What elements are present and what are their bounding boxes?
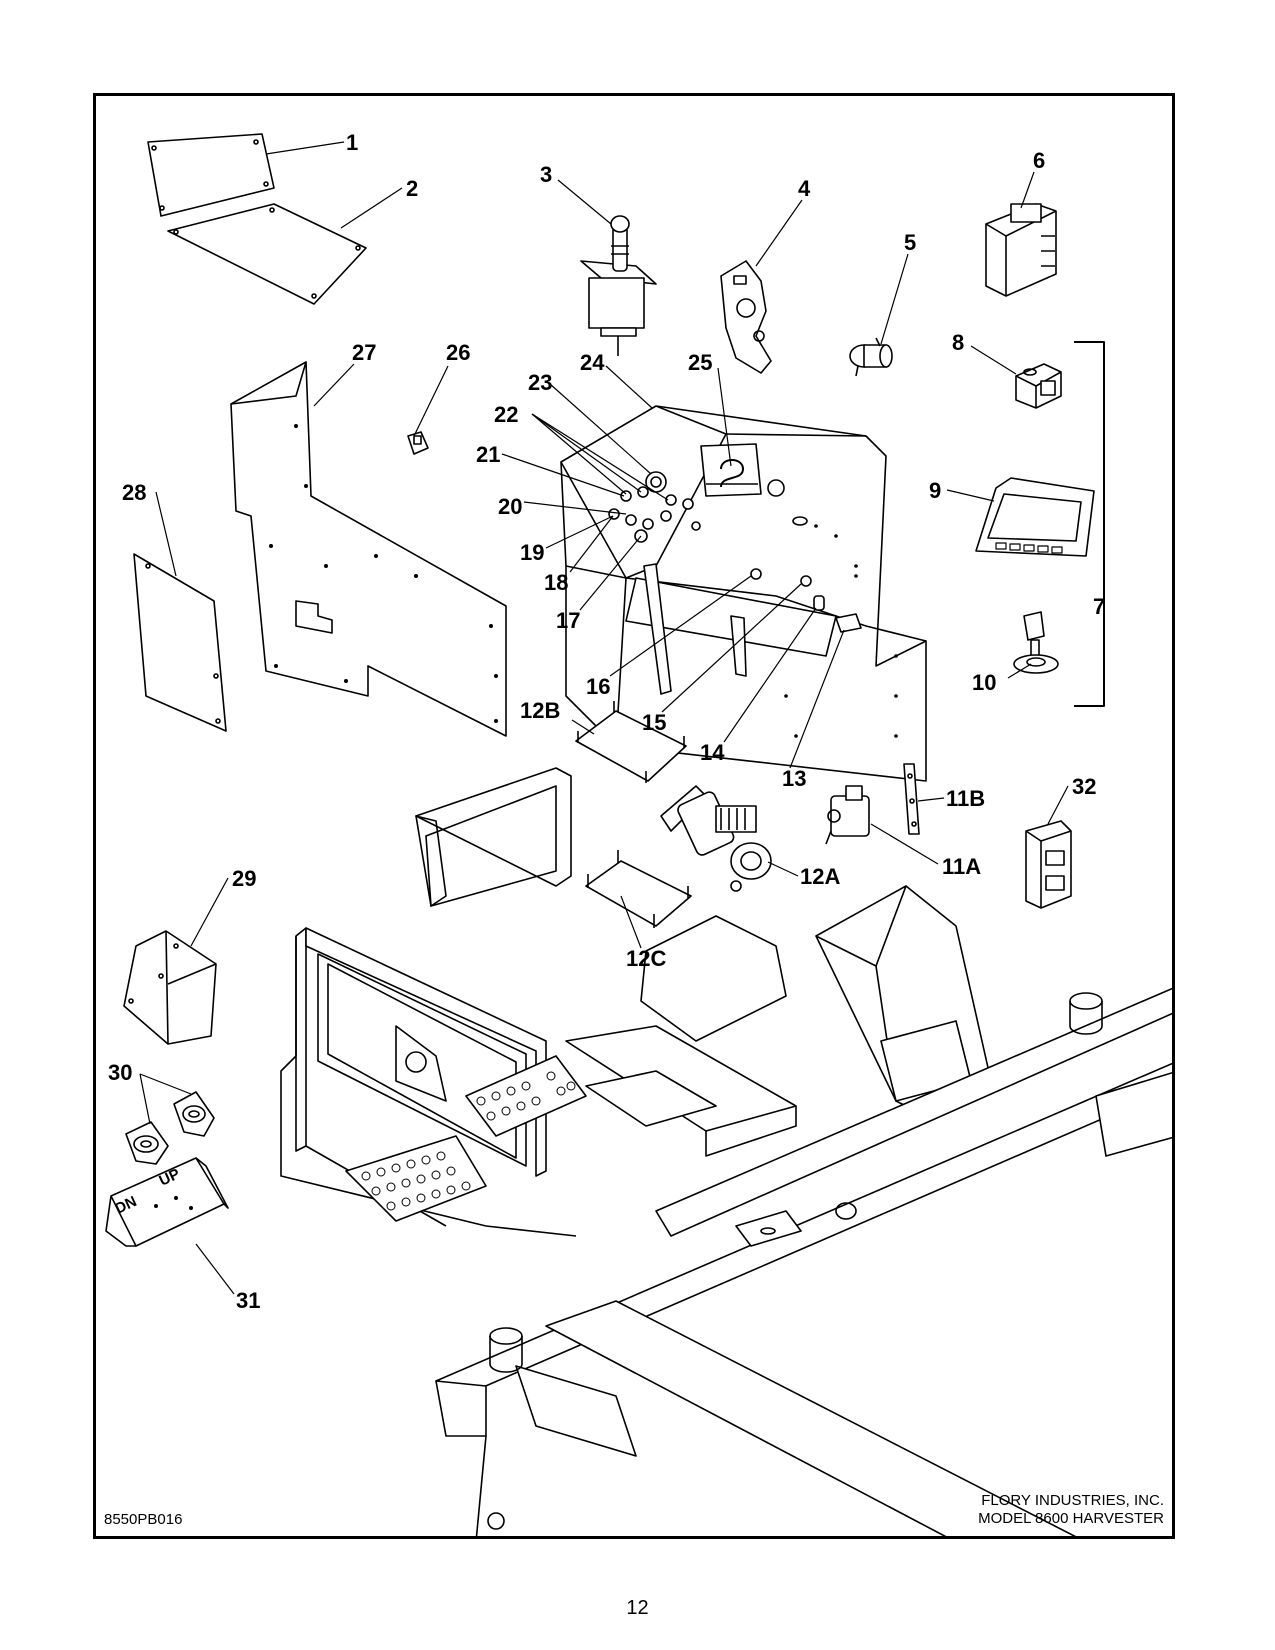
mount-bar-11b bbox=[903, 763, 920, 835]
callout-27: 27 bbox=[352, 340, 377, 365]
air-compressor-12a bbox=[660, 785, 772, 892]
foot-pedal-right bbox=[173, 1091, 215, 1137]
solenoid bbox=[849, 337, 893, 377]
control-module bbox=[985, 203, 1057, 297]
mount-plate-12b bbox=[575, 701, 687, 783]
access-panel bbox=[133, 553, 227, 732]
callout-15: 15 bbox=[642, 710, 667, 735]
exploded-parts-drawing: DN UP bbox=[105, 133, 1172, 1536]
callout-11b: 11B bbox=[946, 786, 986, 811]
callout-10: 10 bbox=[972, 670, 997, 695]
side-panel bbox=[230, 361, 507, 737]
callout-3: 3 bbox=[540, 162, 553, 187]
cab-frame bbox=[280, 767, 1172, 1536]
callout-29: 29 bbox=[232, 866, 257, 891]
callout-8: 8 bbox=[952, 330, 965, 355]
drawing-id: 8550PB016 bbox=[104, 1511, 183, 1528]
group-bracket-7 bbox=[1074, 341, 1105, 707]
page-number: 12 bbox=[626, 1597, 649, 1619]
dash-console bbox=[560, 405, 927, 782]
callout-4: 4 bbox=[798, 176, 811, 201]
callout-30: 30 bbox=[108, 1060, 133, 1085]
callout-31: 31 bbox=[236, 1288, 261, 1313]
callout-18: 18 bbox=[544, 570, 569, 595]
drawing-frame: DN UP bbox=[93, 93, 1175, 1539]
callout-17: 17 bbox=[556, 608, 581, 633]
callout-21: 21 bbox=[476, 442, 501, 467]
callout-20: 20 bbox=[498, 494, 523, 519]
model-name: MODEL 8600 HARVESTER bbox=[978, 1510, 1164, 1527]
display-monitor bbox=[975, 477, 1095, 557]
camera bbox=[1015, 363, 1062, 409]
cover-plate-upper bbox=[147, 133, 275, 217]
small-clip bbox=[407, 431, 429, 455]
callout-1: 1 bbox=[346, 130, 359, 155]
callout-2: 2 bbox=[406, 176, 419, 201]
callout-25: 25 bbox=[688, 350, 713, 375]
valve-11a bbox=[825, 785, 870, 845]
foot-pedal-left bbox=[125, 1121, 169, 1165]
corner-guard bbox=[123, 930, 217, 1045]
title-block: FLORY INDUSTRIES, INC. MODEL 8600 HARVES… bbox=[978, 1492, 1164, 1528]
callout-14: 14 bbox=[700, 740, 725, 765]
callout-13: 13 bbox=[782, 766, 807, 791]
callout-6: 6 bbox=[1033, 148, 1046, 173]
pedal-bracket: DN UP bbox=[105, 1157, 229, 1247]
callout-16: 16 bbox=[586, 674, 611, 699]
callout-12a: 12A bbox=[800, 864, 841, 889]
callout-9: 9 bbox=[929, 478, 942, 503]
callout-23: 23 bbox=[528, 370, 553, 395]
callout-24: 24 bbox=[580, 350, 605, 375]
switch-assembly bbox=[720, 260, 772, 374]
callout-32: 32 bbox=[1072, 774, 1097, 799]
company-name: FLORY INDUSTRIES, INC. bbox=[981, 1492, 1164, 1509]
callout-5: 5 bbox=[904, 230, 917, 255]
cover-plate-lower bbox=[167, 203, 367, 305]
monitor-mount bbox=[1013, 611, 1059, 674]
callout-22: 22 bbox=[494, 402, 519, 427]
callout-12c: 12C bbox=[626, 946, 667, 971]
callout-26: 26 bbox=[446, 340, 471, 365]
mount-plate-12c bbox=[585, 850, 692, 928]
leader-lines bbox=[139, 141, 1069, 1295]
callout-12b: 12B bbox=[520, 698, 561, 723]
callout-28: 28 bbox=[122, 480, 147, 505]
callout-7: 7 bbox=[1093, 594, 1106, 619]
callout-11a: 11A bbox=[942, 854, 982, 879]
joystick bbox=[580, 215, 657, 356]
callout-19: 19 bbox=[520, 540, 545, 565]
controller-32 bbox=[1025, 820, 1072, 909]
